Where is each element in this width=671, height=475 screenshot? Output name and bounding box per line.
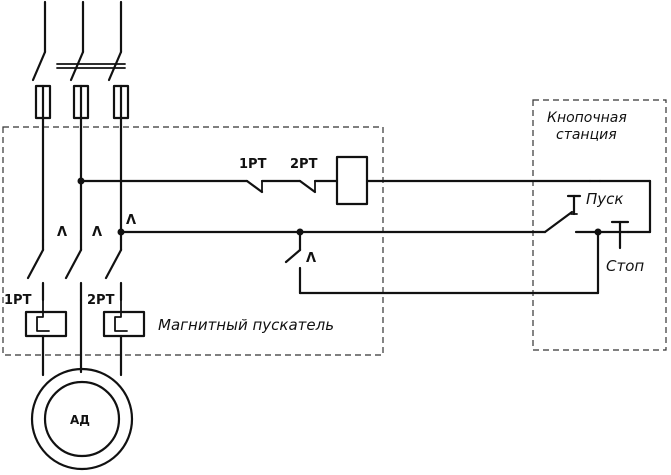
phase-line-2	[69, 0, 85, 242]
relay-label-2: 2PT	[87, 293, 115, 308]
power-contact-1	[26, 238, 45, 302]
motor-inner	[43, 380, 121, 458]
start-button-symbol[interactable]	[543, 194, 600, 234]
button-station-enclosure	[532, 99, 667, 351]
stop-button-symbol[interactable]	[596, 179, 652, 295]
motor-label: АД	[70, 413, 90, 427]
power-contact-3	[104, 238, 123, 302]
stop-label: Стоп	[606, 257, 644, 275]
junction-top	[77, 177, 85, 185]
holding-contact	[284, 248, 600, 295]
contact-mark-2: Λ	[92, 225, 102, 240]
fuse-2	[72, 84, 90, 120]
junction-middle-left	[117, 228, 125, 236]
phase-line-3	[107, 0, 123, 242]
junction-middle-right	[296, 228, 304, 236]
start-label: Пуск	[586, 190, 623, 208]
station-title-line1: Кнопочная	[547, 110, 627, 126]
control-line-top	[79, 179, 602, 194]
fuse-1	[34, 84, 52, 120]
contact-label-1: 1PT	[239, 157, 267, 172]
switch-linkage	[56, 63, 126, 69]
contact-mark-3: Λ	[126, 213, 136, 228]
power-contact-2	[64, 238, 83, 302]
control-line-middle	[119, 230, 547, 252]
thermal-relay-2	[102, 299, 146, 338]
contact-label-2: 2PT	[290, 157, 318, 172]
contact-mark-4: Λ	[306, 251, 316, 266]
junction-station	[594, 228, 602, 236]
starter-enclosure	[2, 126, 384, 356]
contactor-coil	[335, 155, 369, 206]
relay-label-1: 1PT	[4, 293, 32, 308]
starter-label: Магнитный пускатель	[158, 316, 334, 334]
phase-line-1	[31, 0, 47, 242]
fuse-3	[112, 84, 130, 120]
contact-mark-1: Λ	[57, 225, 67, 240]
motor-outer	[30, 367, 134, 471]
thermal-relay-1	[24, 299, 68, 338]
station-title-line2: станция	[556, 127, 617, 143]
